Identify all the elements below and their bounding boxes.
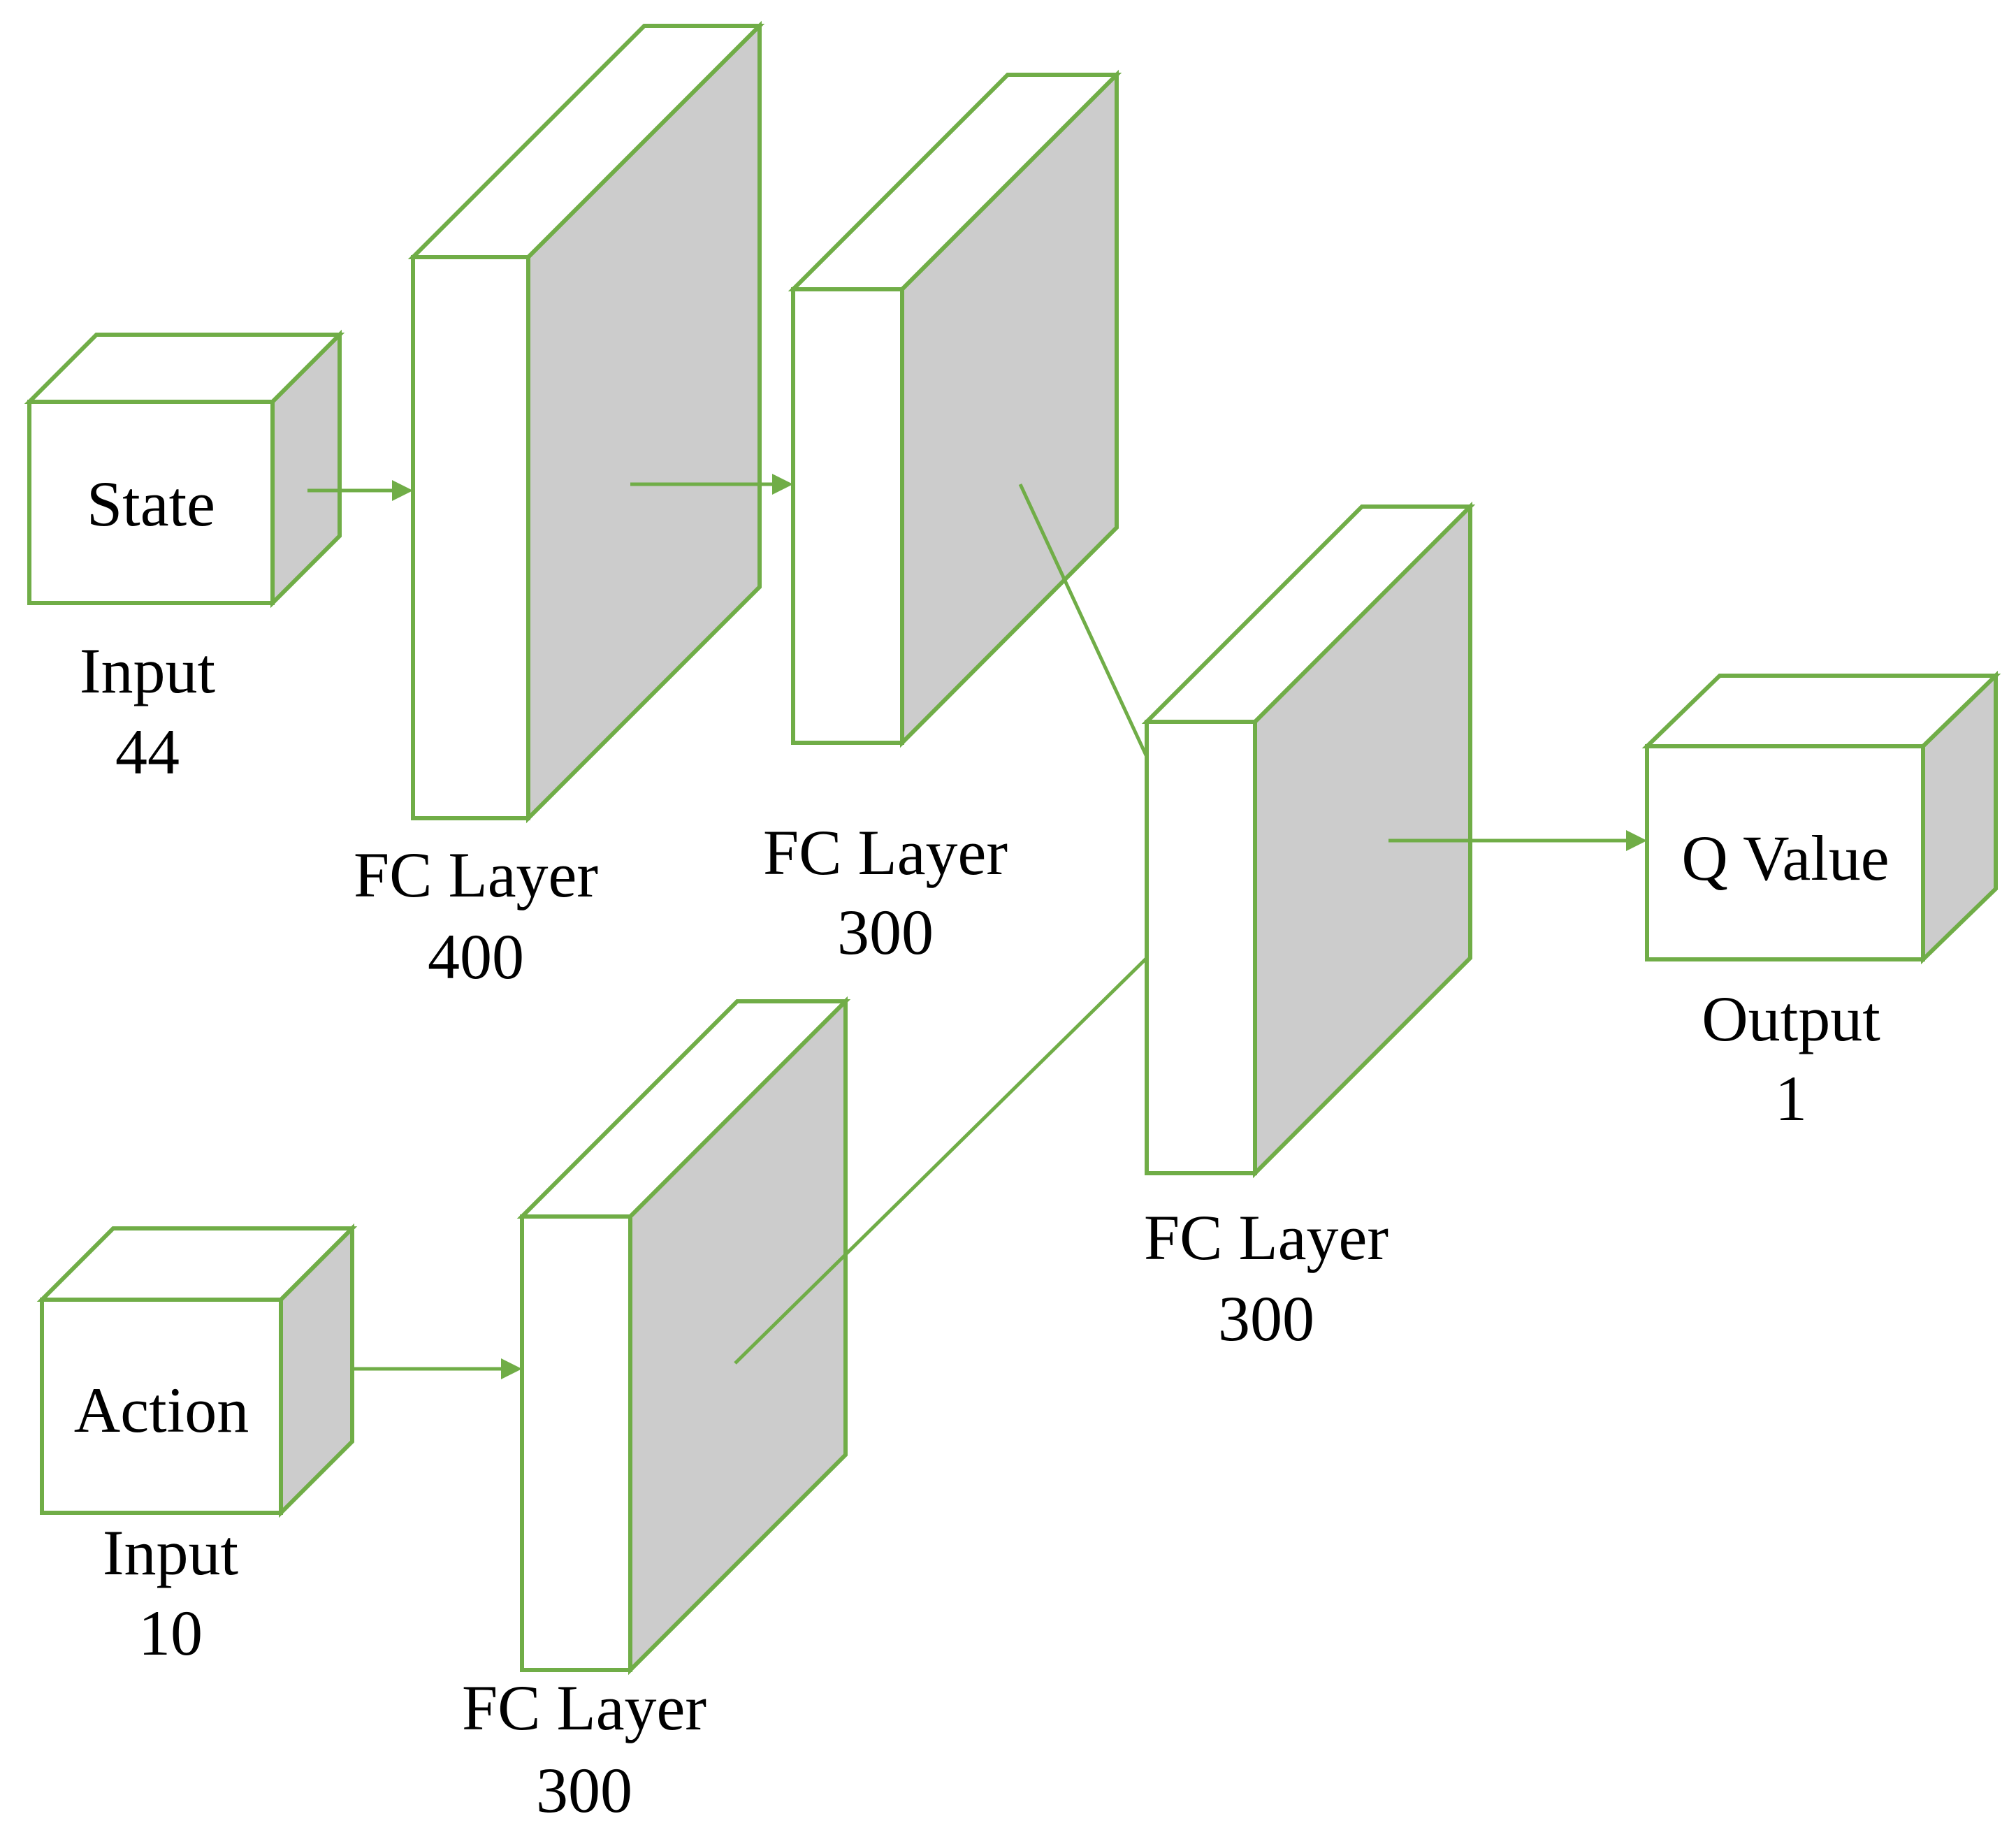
q-value-output-block xyxy=(1641,670,2001,965)
fc-layer-400-size: 400 xyxy=(428,921,524,992)
fc-layer-300-merge-block xyxy=(1141,501,1476,1179)
action-label: Action xyxy=(74,1374,249,1446)
output-caption: Output xyxy=(1702,983,1880,1054)
fc-layer-400-caption: FC Layer xyxy=(354,839,598,910)
fc-layer-300-state-block xyxy=(788,69,1122,748)
action-input-size: 10 xyxy=(138,1597,203,1669)
fc-layer-400-block xyxy=(407,20,765,824)
fc-layer-300-action-size: 300 xyxy=(536,1755,632,1826)
fc-layer-300-action-block xyxy=(516,996,851,1676)
state-label: State xyxy=(87,468,215,539)
action-input-caption: Input xyxy=(103,1517,239,1588)
line-fc300-action-to-merge xyxy=(734,957,1148,1365)
state-input-block xyxy=(24,329,345,609)
line-fc300-to-merge xyxy=(1018,483,1149,758)
fc-layer-300-merge-caption: FC Layer xyxy=(1144,1202,1388,1273)
fc-layer-300-merge-size: 300 xyxy=(1218,1283,1314,1354)
state-input-caption: Input xyxy=(80,635,216,706)
fc-layer-300-state-size: 300 xyxy=(837,896,934,968)
state-input-size: 44 xyxy=(115,716,180,787)
q-value-label: Q Value xyxy=(1681,822,1889,894)
output-size: 1 xyxy=(1775,1063,1807,1134)
fc-layer-300-action-caption: FC Layer xyxy=(462,1672,706,1743)
action-input-block xyxy=(36,1223,358,1518)
fc-layer-300-state-caption: FC Layer xyxy=(763,817,1008,888)
